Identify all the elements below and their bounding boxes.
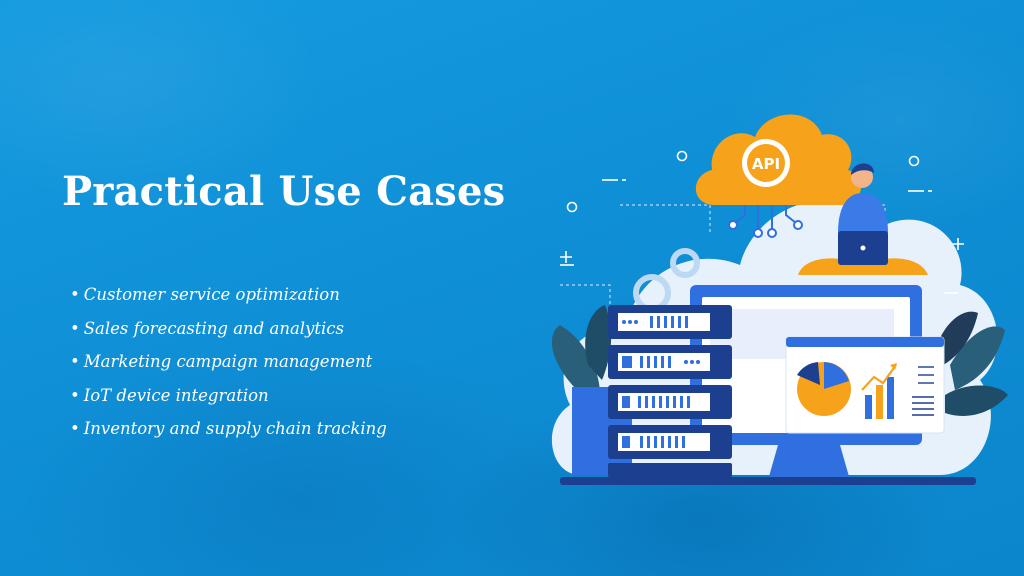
- bullet-text: IoT device integration: [83, 385, 269, 405]
- bullet-text: Marketing campaign management: [83, 352, 373, 371]
- bullet-item: •Sales forecasting and analytics: [70, 312, 387, 346]
- server-unit: [608, 345, 732, 379]
- bullet-dot: •: [70, 352, 80, 371]
- pie-chart-icon: [797, 362, 851, 416]
- bullet-text: Inventory and supply chain tracking: [83, 419, 387, 438]
- bullet-text: Customer service optimization: [83, 285, 340, 304]
- leaf-plants: [551, 305, 1008, 416]
- dashboard-card: [785, 336, 945, 434]
- server-unit: [608, 425, 732, 459]
- api-label: API: [752, 155, 780, 173]
- legend-lines: [912, 366, 934, 416]
- person-with-laptop: [798, 163, 928, 275]
- bullet-dot: •: [70, 285, 80, 304]
- bullet-dot: •: [70, 318, 80, 338]
- bullet-dot: •: [70, 419, 80, 438]
- server-rack: [572, 305, 732, 477]
- bullet-item: •Marketing campaign management: [70, 345, 387, 379]
- bullet-list: •Customer service optimization •Sales fo…: [70, 278, 387, 446]
- sparkles: [560, 150, 964, 294]
- bullet-item: •Inventory and supply chain tracking: [70, 412, 387, 446]
- bullet-item: •Customer service optimization: [70, 278, 387, 312]
- slide-title: Practical Use Cases: [62, 168, 506, 215]
- server-unit: [608, 385, 732, 419]
- api-illustration: API: [551, 114, 1008, 485]
- bullet-dot: •: [70, 385, 80, 405]
- bullet-text: Sales forecasting and analytics: [83, 318, 344, 338]
- server-unit: [608, 305, 732, 339]
- api-cloud: API: [695, 114, 862, 238]
- bar-chart-icon: [861, 363, 897, 419]
- bullet-item: •IoT device integration: [70, 379, 387, 413]
